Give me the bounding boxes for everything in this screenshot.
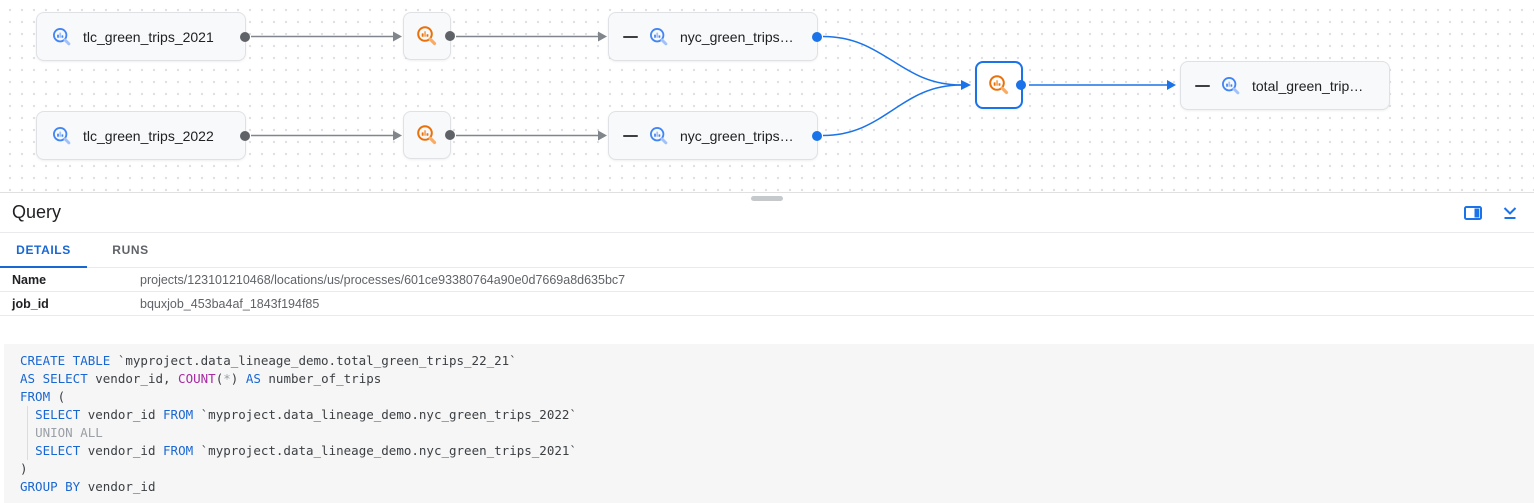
lineage-graph[interactable]: tlc_green_trips_2021 tlc_green_trips_202…	[0, 0, 1534, 193]
lineage-edges	[251, 31, 1176, 141]
chevron-down-underline-icon	[1503, 206, 1517, 219]
output-port	[1016, 80, 1026, 90]
node-process-selected[interactable]	[975, 61, 1026, 109]
detail-value: projects/123101210468/locations/us/proce…	[140, 272, 626, 287]
node-total-green-trips[interactable]: total_green_trip…	[1180, 61, 1390, 110]
detail-value: bquxjob_453ba4af_1843f194f85	[140, 296, 320, 311]
output-port	[240, 31, 250, 42]
tab-runs[interactable]: RUNS	[112, 243, 149, 257]
collapse-minus-icon[interactable]	[623, 35, 638, 38]
bigquery-table-icon	[53, 27, 71, 45]
bigquery-table-icon	[53, 126, 71, 144]
bigquery-table-icon	[650, 27, 668, 45]
panel-title: Query	[12, 202, 62, 222]
node-label: total_green_trip…	[1252, 77, 1364, 94]
output-port	[445, 31, 455, 41]
detail-label: Name	[12, 272, 47, 287]
node-label: nyc_green_trips…	[680, 127, 794, 144]
node-label: tlc_green_trips_2021	[83, 28, 214, 45]
collapse-minus-icon[interactable]	[1195, 84, 1210, 87]
details-table: Name projects/123101210468/locations/us/…	[0, 268, 1534, 316]
node-tlc-green-trips-2022[interactable]: tlc_green_trips_2022	[36, 111, 250, 160]
collapse-panel-button[interactable]	[1502, 206, 1518, 220]
node-tlc-green-trips-2021[interactable]: tlc_green_trips_2021	[36, 12, 250, 61]
output-port	[240, 130, 250, 141]
node-process-top[interactable]	[403, 12, 455, 60]
detail-label: job_id	[12, 296, 49, 311]
node-label: nyc_green_trips…	[680, 28, 794, 45]
node-nyc-green-trips-top[interactable]: nyc_green_trips…	[608, 12, 822, 61]
detail-row-job-id: job_id bquxjob_453ba4af_1843f194f85	[0, 292, 1534, 316]
bigquery-process-icon	[417, 26, 437, 46]
output-port	[812, 130, 822, 141]
sql-code: CREATE TABLE `myproject.data_lineage_dem…	[4, 344, 1534, 503]
panel-resize-handle[interactable]	[751, 196, 783, 201]
node-label: tlc_green_trips_2022	[83, 127, 214, 144]
panel-header: Query	[0, 193, 1534, 233]
bigquery-table-icon	[1222, 76, 1240, 94]
output-port	[812, 31, 822, 42]
collapse-minus-icon[interactable]	[623, 134, 638, 137]
split-view-icon	[1464, 205, 1482, 220]
bigquery-process-icon	[417, 125, 437, 145]
detail-row-name: Name projects/123101210468/locations/us/…	[0, 268, 1534, 292]
tab-details[interactable]: DETAILS	[0, 233, 87, 268]
bigquery-table-icon	[650, 126, 668, 144]
bigquery-process-icon	[989, 75, 1009, 95]
node-process-bottom[interactable]	[403, 111, 455, 159]
node-nyc-green-trips-bottom[interactable]: nyc_green_trips…	[608, 111, 822, 160]
open-in-side-panel-button[interactable]	[1464, 205, 1482, 220]
output-port	[445, 130, 455, 140]
panel-tabs: DETAILS RUNS	[0, 233, 1534, 268]
query-panel: Query DETAILS RUNS Name projects/1231012…	[0, 193, 1534, 503]
